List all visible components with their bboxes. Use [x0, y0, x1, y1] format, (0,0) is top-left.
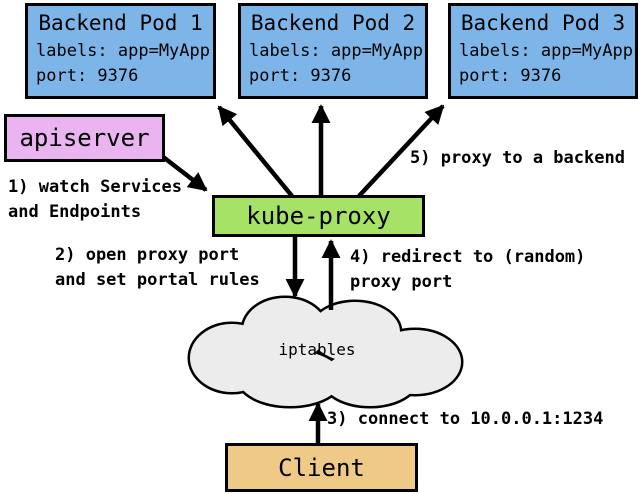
- backend-pod-2-title: Backend Pod 2: [250, 11, 416, 35]
- client-label: Client: [278, 453, 365, 482]
- step-2-line-1: 2) open proxy port: [55, 245, 240, 265]
- backend-pod-2-labels: labels: app=MyApp: [249, 41, 423, 61]
- step-4-line-1: 4) redirect to (random): [350, 247, 586, 267]
- client-box: Client: [225, 443, 418, 492]
- backend-pod-2-box: Backend Pod 2 labels: app=MyApp port: 93…: [238, 3, 428, 99]
- apiserver-box: apiserver: [4, 114, 165, 162]
- iptables-label: iptables: [278, 340, 356, 359]
- backend-pod-1-box: Backend Pod 1 labels: app=MyApp port: 93…: [25, 3, 216, 99]
- arrow-step5-kubeproxy-to-pod1: [217, 105, 294, 198]
- step-4-line-2: proxy port: [350, 272, 453, 292]
- step-1-label: 1) watch Services and Endpoints: [8, 175, 182, 225]
- apiserver-label: apiserver: [19, 124, 150, 152]
- step-1-line-1: 1) watch Services: [8, 177, 182, 197]
- backend-pod-3-title: Backend Pod 3: [460, 11, 626, 35]
- backend-pod-1-labels: labels: app=MyApp: [36, 41, 210, 61]
- backend-pod-2-port: port: 9376: [249, 66, 352, 86]
- step-1-line-2: and Endpoints: [8, 202, 142, 222]
- step-5-line-1: 5) proxy to a backend: [410, 148, 625, 168]
- backend-pod-3-port: port: 9376: [459, 66, 562, 86]
- arrow-step1-apiserver-to-kubeproxy: [156, 151, 208, 192]
- step-3-label: 3) connect to 10.0.0.1:1234: [327, 407, 603, 432]
- arrow-step5-kubeproxy-to-pod3: [357, 104, 445, 198]
- step-2-label: 2) open proxy port and set portal rules: [55, 243, 260, 293]
- step-5-label: 5) proxy to a backend: [410, 146, 625, 171]
- iptables-cloud: [187, 295, 464, 409]
- step-4-label: 4) redirect to (random) proxy port: [350, 245, 585, 295]
- step-2-line-2: and set portal rules: [55, 270, 260, 290]
- backend-pod-3-box: Backend Pod 3 labels: app=MyApp port: 93…: [448, 3, 638, 99]
- backend-pod-1-title: Backend Pod 1: [38, 11, 203, 35]
- backend-pod-1-port: port: 9376: [36, 66, 139, 86]
- backend-pod-3-labels: labels: app=MyApp: [459, 41, 633, 61]
- kube-proxy-label: kube-proxy: [246, 202, 391, 230]
- step-3-line-1: 3) connect to 10.0.0.1:1234: [327, 409, 604, 429]
- kube-proxy-box: kube-proxy: [212, 195, 425, 237]
